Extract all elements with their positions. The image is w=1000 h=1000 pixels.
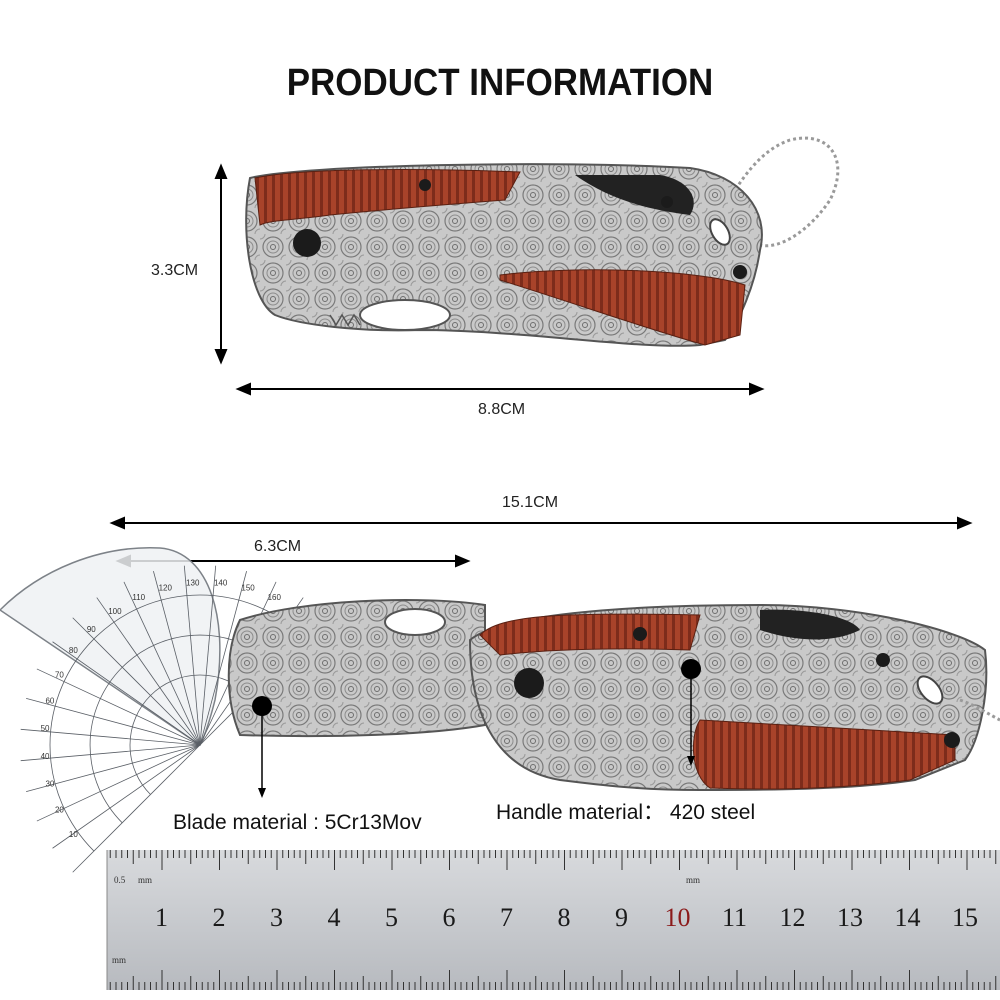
- handle-top-scale: [479, 613, 701, 656]
- height-dimension-arrow: [214, 163, 228, 365]
- folded-knife: [245, 136, 840, 347]
- opened-knife: [227, 599, 1000, 792]
- protractor-number: 150: [241, 583, 255, 592]
- protractor-number: 10: [69, 830, 78, 839]
- ruler-number-11: 11: [722, 903, 748, 932]
- ruler-unit-bottom: mm: [112, 955, 127, 965]
- ruler-number-2: 2: [212, 903, 226, 932]
- protractor-number: 120: [159, 583, 173, 592]
- length-dimension-arrow: [235, 382, 765, 396]
- total-length-label: 15.1CM: [502, 494, 559, 511]
- handle-callout-pointer: [681, 659, 701, 766]
- blade-callout-pointer: [252, 696, 272, 798]
- folded-top-scale: [254, 169, 521, 226]
- protractor-number: 140: [214, 579, 228, 588]
- protractor-number: 70: [55, 670, 64, 679]
- ruler-number-13: 13: [837, 903, 863, 932]
- blade: [227, 599, 486, 738]
- protractor-number: 90: [87, 625, 96, 634]
- protractor-number: 160: [268, 593, 282, 602]
- lanyard-hole: [916, 675, 944, 705]
- ruler-number-4: 4: [327, 903, 341, 932]
- screw: [419, 179, 431, 191]
- ruler-number-12: 12: [779, 903, 806, 932]
- blade-spine: [760, 609, 860, 640]
- ruler-number-10: 10: [664, 903, 691, 932]
- total-length-arrow: [109, 516, 973, 530]
- protractor-number: 130: [186, 579, 200, 588]
- ruler-number-14: 14: [894, 903, 921, 932]
- blade-material-label: Blade material : 5Cr13Mov: [173, 811, 422, 834]
- protractor-number: 80: [69, 646, 78, 655]
- ruler-number-15: 15: [952, 903, 978, 932]
- ruler-number-8: 8: [557, 903, 571, 932]
- ruler-number-3: 3: [270, 903, 283, 932]
- lanyard-hole: [709, 218, 731, 246]
- folded-thumb-hole: [359, 299, 451, 331]
- handle-material-label: Handle material： 420 steel: [496, 801, 756, 824]
- ruler-left-label: 0.5: [114, 875, 126, 885]
- handle-bottom-scale: [692, 719, 956, 790]
- protractor-number: 50: [41, 724, 50, 733]
- protractor-number: 40: [41, 752, 50, 761]
- ruler-number-6: 6: [442, 903, 456, 932]
- protractor-number: 110: [132, 593, 145, 602]
- folded-bottom-scale: [499, 269, 746, 346]
- key-chain: [718, 136, 840, 248]
- screw: [944, 732, 960, 748]
- blade-thumb-hole: [384, 608, 446, 636]
- page-title: PRODUCT INFORMATION: [286, 62, 714, 104]
- height-label: 3.3CM: [151, 262, 199, 279]
- protractor-number: 100: [108, 607, 122, 616]
- protractor-number: 20: [55, 806, 64, 815]
- screw: [633, 627, 647, 641]
- ruler-number-7: 7: [500, 903, 513, 932]
- pivot-screw: [514, 668, 544, 698]
- screw: [876, 653, 890, 667]
- ruler-number-5: 5: [385, 903, 398, 932]
- length-label: 8.8CM: [478, 401, 526, 418]
- screw: [733, 265, 747, 279]
- ruler-number-9: 9: [615, 903, 628, 932]
- protractor-number: 30: [45, 779, 54, 788]
- blade-length-label: 6.3CM: [254, 538, 302, 555]
- pivot-screw: [293, 229, 321, 257]
- ruler-unit-mid: mm: [686, 875, 701, 885]
- ruler-unit-top: mm: [138, 875, 153, 885]
- screw: [661, 196, 673, 208]
- protractor-number: 60: [45, 697, 54, 706]
- ruler: [106, 850, 1000, 990]
- ruler-number-1: 1: [155, 903, 168, 932]
